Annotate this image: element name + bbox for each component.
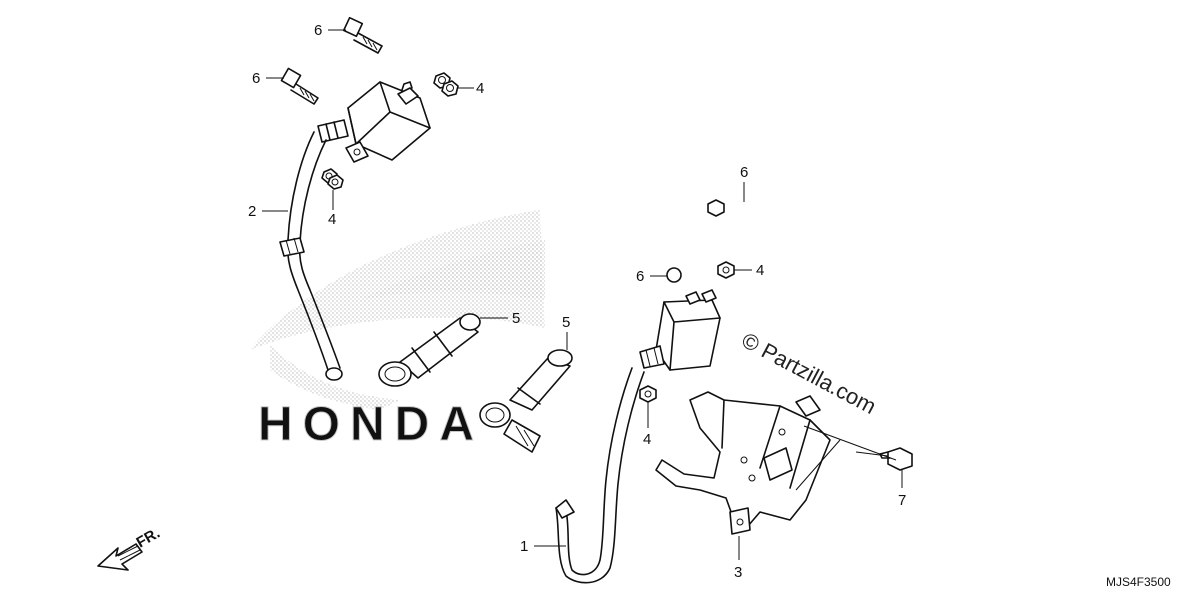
diagram-code: MJS4F3500 — [1106, 575, 1171, 589]
bolt-6-left — [280, 67, 319, 105]
ignition-coil-upper — [317, 81, 431, 163]
callout-4-top: 4 — [476, 80, 484, 97]
high-tension-cord-1 — [555, 367, 645, 584]
bolt-6-right-top — [707, 199, 725, 217]
coil-bracket-3 — [655, 391, 831, 535]
callout-2: 2 — [248, 203, 256, 220]
nut-4-mid — [321, 168, 344, 190]
plug-cap-5-right — [479, 349, 573, 453]
nut-4-top — [433, 72, 459, 97]
bolt-7 — [795, 425, 913, 491]
callout-5-left: 5 — [512, 310, 520, 327]
bolt-6-right-mid — [666, 267, 682, 283]
callout-5-right: 5 — [562, 314, 570, 331]
callout-4-right-low: 4 — [643, 431, 651, 448]
high-tension-cord-2 — [279, 131, 343, 381]
callout-4-mid: 4 — [328, 211, 336, 228]
bolt-6-top — [342, 16, 383, 54]
callout-6-right-mid: 6 — [636, 268, 644, 285]
honda-logo-text: HONDA — [258, 398, 484, 451]
callout-7: 7 — [898, 492, 906, 509]
nut-4-right-top — [717, 261, 735, 279]
ignition-coil-right — [639, 289, 721, 371]
callout-3: 3 — [734, 564, 742, 581]
callout-6-left: 6 — [252, 70, 260, 87]
callout-4-right-top: 4 — [756, 262, 764, 279]
callout-1: 1 — [520, 538, 528, 555]
callout-group: 6 6 4 2 4 5 5 6 6 4 4 7 1 — [248, 22, 906, 581]
callout-6-top: 6 — [314, 22, 322, 39]
callout-6-right-top: 6 — [740, 164, 748, 181]
nut-4-right-low — [639, 385, 657, 403]
plug-cap-5-left — [378, 313, 481, 387]
front-direction-arrow: FR. — [97, 525, 163, 571]
